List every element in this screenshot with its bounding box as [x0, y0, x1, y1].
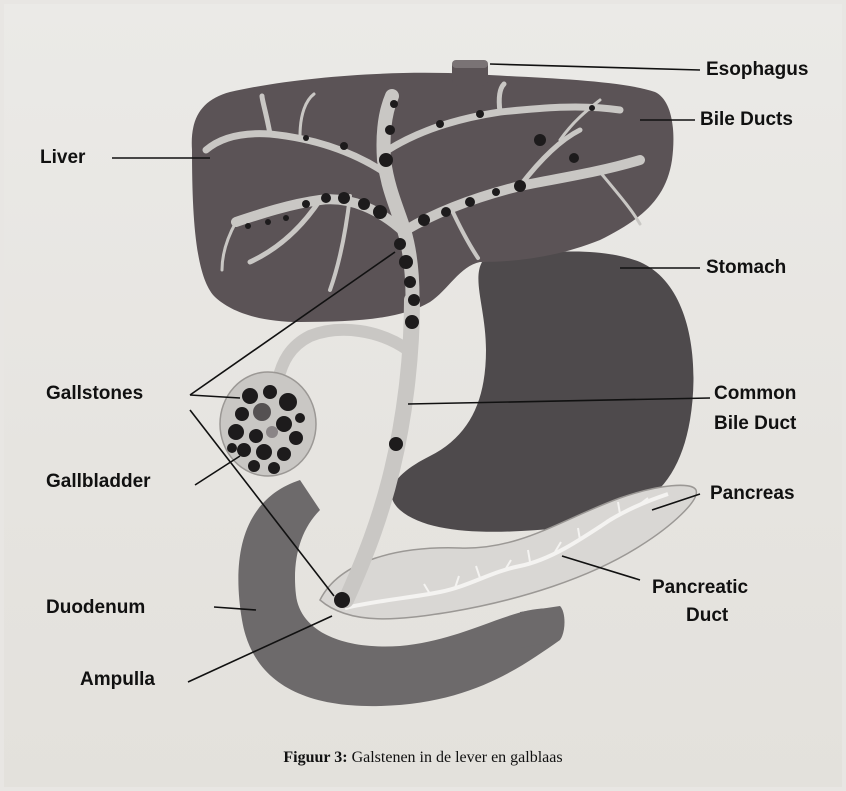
- label-pancreatic-duct-2: Duct: [686, 604, 728, 628]
- caption-prefix: Figuur 3:: [283, 749, 347, 766]
- caption-text: Galstenen in de lever en galblaas: [348, 749, 563, 766]
- cystic-duct: [278, 330, 408, 380]
- label-common-bile-duct-1: Common: [714, 382, 796, 406]
- label-bile-ducts: Bile Ducts: [700, 108, 793, 132]
- duodenum-end: [520, 606, 565, 648]
- label-gallstones: Gallstones: [46, 382, 143, 406]
- esophagus-rim: [452, 60, 488, 68]
- figure-caption: Figuur 3: Galstenen in de lever en galbl…: [0, 749, 846, 767]
- label-ampulla: Ampulla: [80, 668, 155, 692]
- label-stomach: Stomach: [706, 256, 786, 280]
- label-common-bile-duct-2: Bile Duct: [714, 412, 796, 436]
- label-pancreas: Pancreas: [710, 482, 795, 506]
- label-esophagus: Esophagus: [706, 58, 808, 82]
- label-pancreatic-duct-1: Pancreatic: [652, 576, 748, 600]
- label-gallbladder: Gallbladder: [46, 470, 151, 494]
- label-liver: Liver: [40, 146, 85, 170]
- label-duodenum: Duodenum: [46, 596, 145, 620]
